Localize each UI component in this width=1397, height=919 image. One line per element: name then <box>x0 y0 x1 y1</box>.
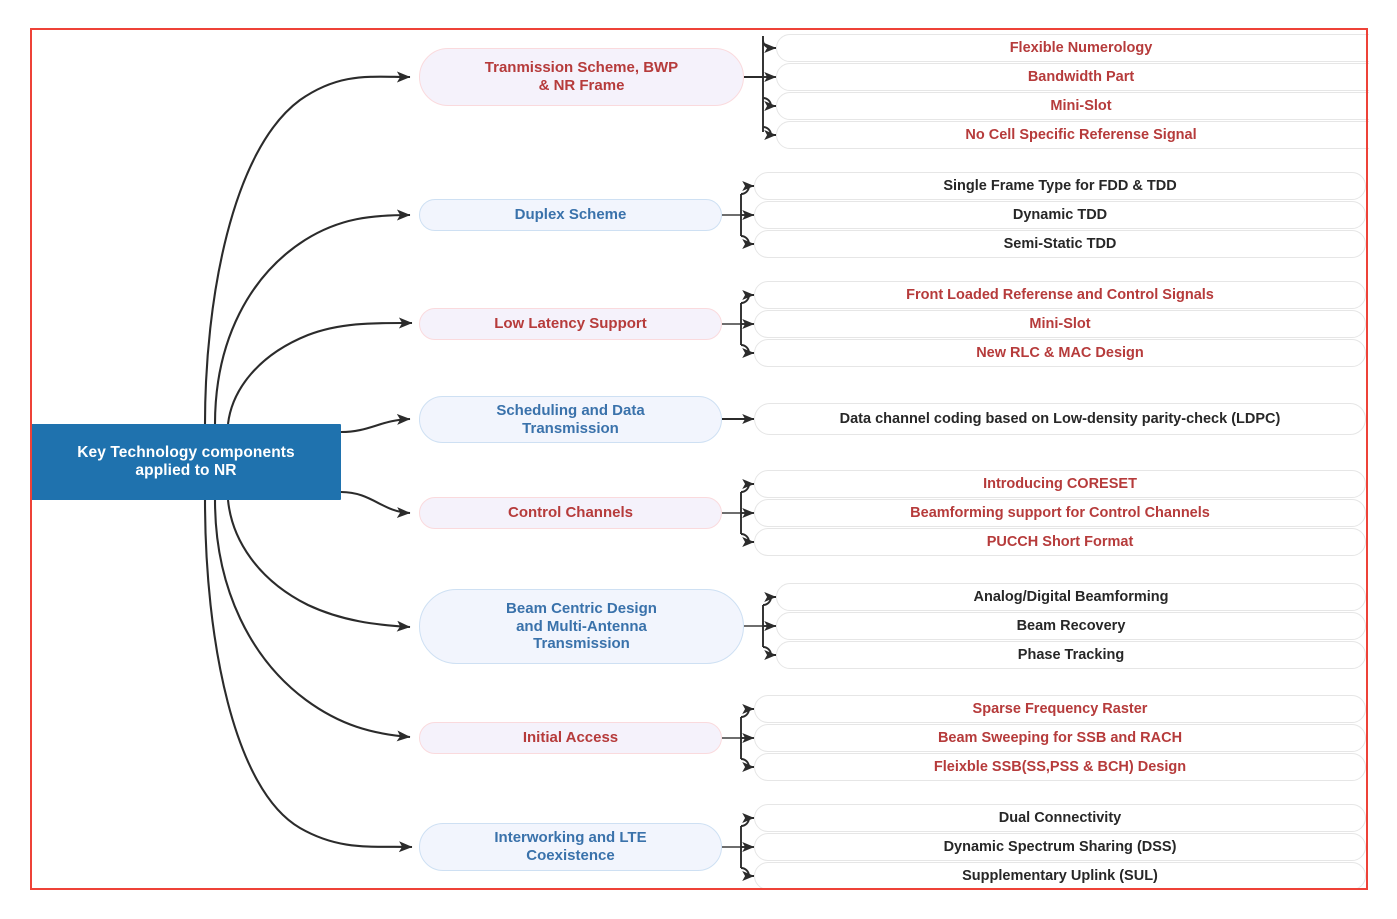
edges-control-channels <box>722 479 755 547</box>
edge-root-interworking-and-lte-coexistence <box>203 499 413 853</box>
edge-root-scheduling-and-data-transmission <box>340 413 411 434</box>
root-to-branch-edges <box>203 71 413 853</box>
edges-beam-centric-design <box>744 592 777 660</box>
leaf-node-semi-static-tdd[interactable]: Semi-Static TDD <box>754 230 1366 258</box>
branch-node-interworking-and-lte-coexistence[interactable]: Interworking and LTE Coexistence <box>419 823 722 871</box>
branch-label-line1: Control Channels <box>507 504 633 522</box>
branch-node-low-latency-support[interactable]: Low Latency Support <box>419 308 722 340</box>
leaf-node-fleixble-ssb-design[interactable]: Fleixble SSB(SS,PSS & BCH) Design <box>754 753 1366 781</box>
leaf-node-beam-sweeping-for-ssb-and-rach[interactable]: Beam Sweeping for SSB and RACH <box>754 724 1366 752</box>
branch-label-line1: Beam Centric Design <box>506 599 657 617</box>
branch-label-line3: Transmission <box>533 635 630 653</box>
branch-node-initial-access[interactable]: Initial Access <box>419 722 722 754</box>
leaf-node-phase-tracking[interactable]: Phase Tracking <box>776 641 1366 669</box>
branch-label-line1: Duplex Scheme <box>514 206 627 224</box>
leaf-node-pucch-short-format[interactable]: PUCCH Short Format <box>754 528 1366 556</box>
edge-root-low-latency-support <box>226 317 413 425</box>
leaf-node-dynamic-tdd[interactable]: Dynamic TDD <box>754 201 1366 229</box>
leaf-node-single-frame-type-for-fdd-tdd[interactable]: Single Frame Type for FDD & TDD <box>754 172 1366 200</box>
branch-label-line2: Coexistence <box>526 847 615 864</box>
leaf-node-front-loaded-referense-and-control-signals[interactable]: Front Loaded Referense and Control Signa… <box>754 281 1366 309</box>
leaf-node-dual-connectivity[interactable]: Dual Connectivity <box>754 804 1366 832</box>
branch-label-line1: Interworking and LTE <box>494 829 647 847</box>
edges-transmission-scheme <box>744 36 777 140</box>
leaf-node-beamforming-support-for-control-channels[interactable]: Beamforming support for Control Channels <box>754 499 1366 527</box>
branch-label-line1: Low Latency Support <box>494 315 647 333</box>
root-label-line1: Key Technology components <box>77 443 295 461</box>
branch-label-line1: Tranmission Scheme, BWP <box>484 59 679 77</box>
edge-root-control-channels <box>340 490 411 518</box>
leaf-node-mini-slot-1[interactable]: Mini-Slot <box>776 92 1369 120</box>
branch-label-line1: Initial Access <box>522 729 619 747</box>
edge-root-initial-access <box>213 499 411 742</box>
leaf-node-no-cell-specific-referense-signal[interactable]: No Cell Specific Referense Signal <box>776 121 1369 149</box>
leaf-node-bandwidth-part[interactable]: Bandwidth Part <box>776 63 1369 91</box>
branch-node-control-channels[interactable]: Control Channels <box>419 497 722 529</box>
leaf-node-mini-slot-2[interactable]: Mini-Slot <box>754 310 1366 338</box>
edge-root-beam-centric-design <box>226 499 411 632</box>
edges-duplex-scheme <box>722 181 755 249</box>
leaf-node-flexible-numerology[interactable]: Flexible Numerology <box>776 34 1369 62</box>
leaf-node-supplementary-uplink[interactable]: Supplementary Uplink (SUL) <box>754 862 1366 890</box>
frame-clip-region: Key Technology components applied to NR … <box>31 34 1369 890</box>
leaf-node-sparse-frequency-raster[interactable]: Sparse Frequency Raster <box>754 695 1366 723</box>
branch-label-line2: Transmission <box>522 419 619 437</box>
leaf-node-new-rlc-mac-design[interactable]: New RLC & MAC Design <box>754 339 1366 367</box>
leaf-node-dynamic-spectrum-sharing[interactable]: Dynamic Spectrum Sharing (DSS) <box>754 833 1366 861</box>
leaf-node-analog-digital-beamforming[interactable]: Analog/Digital Beamforming <box>776 583 1366 611</box>
edge-root-transmission-scheme <box>203 71 411 425</box>
leaf-node-data-channel-coding-ldpc[interactable]: Data channel coding based on Low-density… <box>754 403 1366 435</box>
branch-label-line2: and Multi-Antenna <box>516 617 647 635</box>
root-label-line2: applied to NR <box>135 462 237 479</box>
branch-label-line1: Scheduling and Data <box>496 401 645 419</box>
edges-interworking-and-lte-coexistence <box>722 813 755 881</box>
branch-node-scheduling-and-data-transmission[interactable]: Scheduling and Data Transmission <box>419 396 722 443</box>
branch-node-beam-centric-design[interactable]: Beam Centric Design and Multi-Antenna Tr… <box>419 589 744 664</box>
branch-node-duplex-scheme[interactable]: Duplex Scheme <box>419 199 722 231</box>
leaf-node-beam-recovery[interactable]: Beam Recovery <box>776 612 1366 640</box>
connector-layer <box>203 36 777 881</box>
edge-root-duplex-scheme <box>213 209 411 425</box>
branch-label-line2: & NR Frame <box>538 77 625 94</box>
branch-node-transmission-scheme[interactable]: Tranmission Scheme, BWP & NR Frame <box>419 48 744 106</box>
edges-low-latency-support <box>722 290 755 358</box>
edges-initial-access <box>722 704 755 772</box>
leaf-node-introducing-coreset[interactable]: Introducing CORESET <box>754 470 1366 498</box>
root-node[interactable]: Key Technology components applied to NR <box>31 424 341 500</box>
